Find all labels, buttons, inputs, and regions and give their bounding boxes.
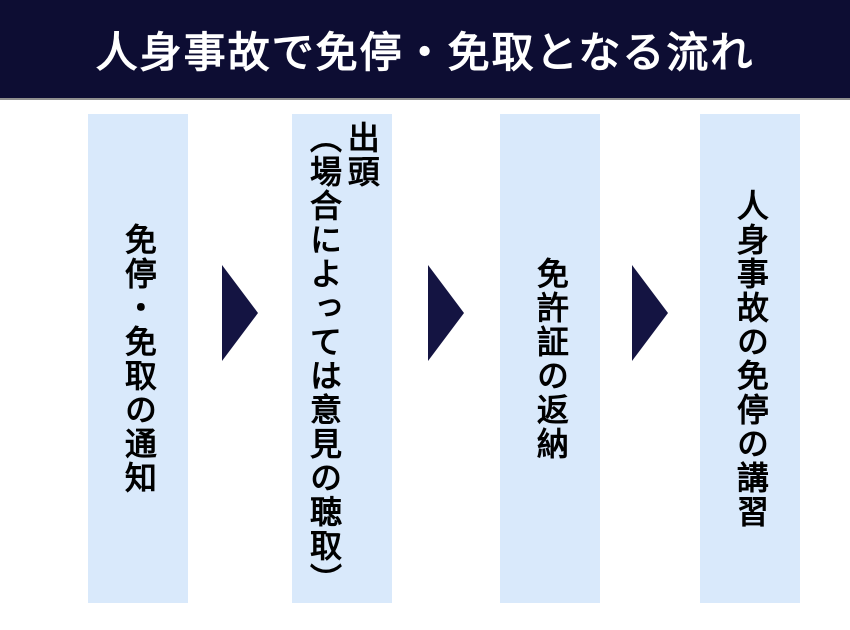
arrow-right-icon xyxy=(632,265,668,361)
flow-step-training: 人身事故の免停の講習 xyxy=(700,114,800,603)
flow-step-label: 出頭 （場合によっては意見の聴取） xyxy=(306,120,380,597)
flow-step-label: 人身事故の免停の講習 xyxy=(732,188,769,529)
flow-diagram: 免停・免取の通知 出頭 （場合によっては意見の聴取） 免許証の返納 人身事故の免… xyxy=(0,114,850,603)
page-title: 人身事故で免停・免取となる流れ xyxy=(95,28,755,76)
flow-step-appearance: 出頭 （場合によっては意見の聴取） xyxy=(292,114,392,603)
arrow-right-icon xyxy=(428,265,464,361)
flow-step-license-return: 免許証の返納 xyxy=(500,114,600,603)
flow-step-notice: 免停・免取の通知 xyxy=(88,114,188,603)
flow-step-label: 免停・免取の通知 xyxy=(120,222,157,495)
title-bar: 人身事故で免停・免取となる流れ xyxy=(0,0,850,100)
flow-step-label: 免許証の返納 xyxy=(532,256,569,461)
arrow-right-icon xyxy=(222,265,258,361)
